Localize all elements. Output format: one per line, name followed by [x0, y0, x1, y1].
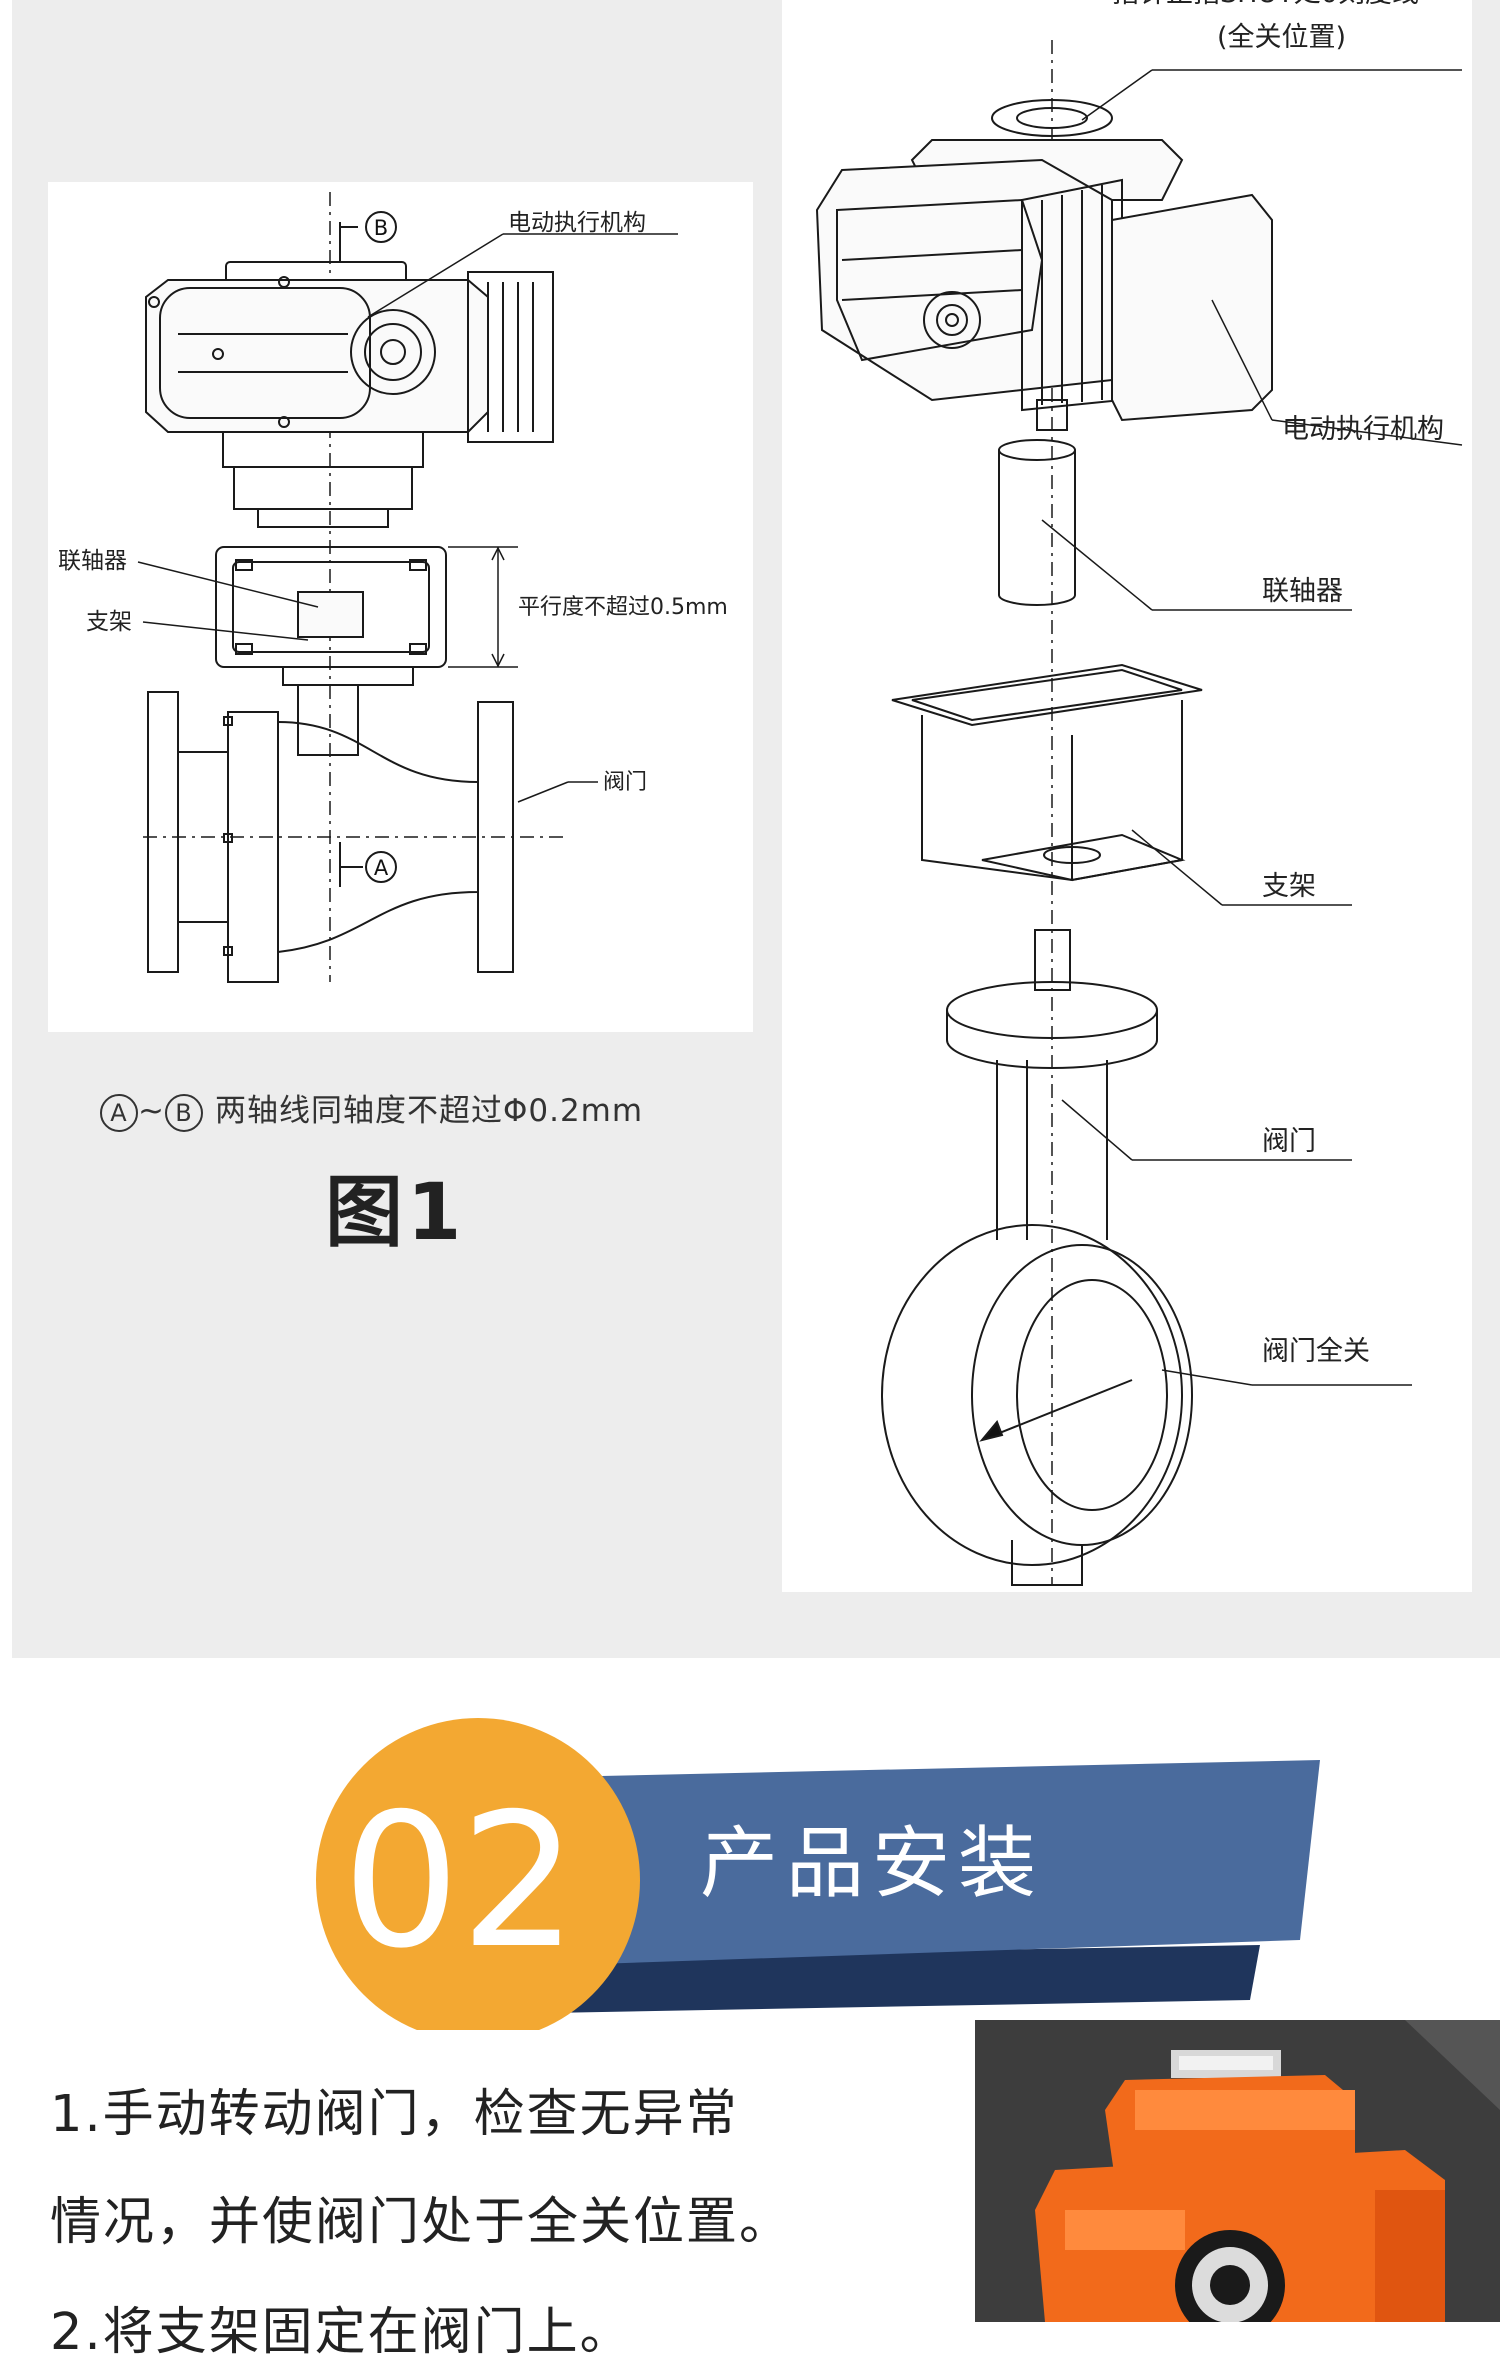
- axis-a-label: A: [374, 856, 389, 880]
- coupling-label: 联轴器: [58, 548, 127, 574]
- figure-1-drawing: B: [58, 192, 728, 983]
- exploded-drawing: 指针正指SHUT处0刻度线 (全关位置) 电动执行机构: [815, 0, 1463, 1586]
- coaxiality-note: A~B 两轴线同轴度不超过Φ0.2mm: [100, 1085, 643, 1132]
- product-photo: [975, 2020, 1500, 2322]
- figure-2-panel: 指针正指SHUT处0刻度线 (全关位置) 电动执行机构: [782, 0, 1472, 1592]
- valve-label: 阀门: [603, 770, 647, 795]
- figure-title: 图1: [325, 1168, 466, 1258]
- figure-1-panel: B: [48, 182, 753, 1032]
- step-2: 2.将支架固定在阀门上。: [50, 2303, 633, 2362]
- coaxiality-text: 两轴线同轴度不超过Φ0.2mm: [214, 1093, 644, 1129]
- coupling-label-right: 联轴器: [1262, 576, 1343, 607]
- number-circle: [316, 1718, 640, 2042]
- parallel-label: 平行度不超过0.5mm: [518, 595, 728, 620]
- axis-b-label: B: [374, 216, 388, 240]
- bracket-label-right: 支架: [1262, 871, 1316, 902]
- actuator-photo-illustration: [975, 2020, 1500, 2322]
- section-banner: 02 产品安装: [316, 1718, 1320, 2042]
- bracket-label: 支架: [86, 609, 132, 635]
- step-1-line-2: 情况，并使阀门处于全关位置。: [50, 2193, 793, 2252]
- axis-b-circle: B: [164, 1093, 203, 1132]
- closed-position-label: (全关位置): [1217, 22, 1346, 53]
- banner: [420, 1760, 1320, 1970]
- section-title: 产品安装: [700, 1819, 1044, 1909]
- valve-closed-label: 阀门全关: [1262, 1336, 1370, 1367]
- pointer-label: 指针正指SHUT处0刻度线: [1112, 0, 1419, 9]
- step-1-line-1: 1.手动转动阀门，检查无异常: [50, 2085, 739, 2144]
- valve-label-right: 阀门: [1262, 1126, 1316, 1157]
- axis-a-circle: A: [100, 1093, 138, 1132]
- section-number: 02: [342, 1773, 577, 1989]
- actuator-label-right: 电动执行机构: [1282, 414, 1444, 445]
- actuator-label: 电动执行机构: [508, 210, 646, 236]
- tilde: ~: [138, 1093, 165, 1129]
- section-header: 02 产品安装: [0, 1700, 1500, 2042]
